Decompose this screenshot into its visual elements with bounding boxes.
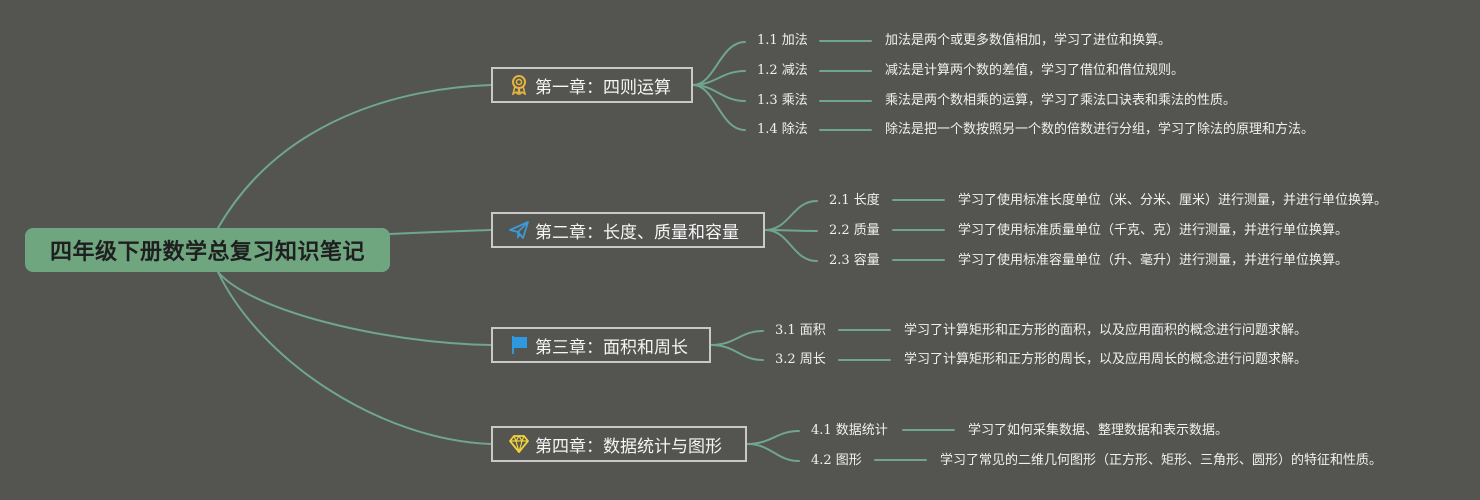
- item-2-1-label[interactable]: 2.1 长度: [829, 193, 880, 208]
- item-1-3-desc[interactable]: 乘法是两个数相乘的运算，学习了乘法口诀表和乘法的性质。: [885, 93, 1237, 108]
- connector-root-ch2: [389, 229, 492, 235]
- item-2-2-desc[interactable]: 学习了使用标准质量单位（千克、克）进行测量，并进行单位换算。: [958, 223, 1349, 238]
- item-4-1-label[interactable]: 4.1 数据统计: [811, 423, 888, 438]
- item-1-3-label[interactable]: 1.3 乘法: [757, 93, 808, 108]
- connector-root-ch4: [217, 271, 492, 445]
- chapter-2-node[interactable]: 第二章：长度、质量和容量: [491, 212, 765, 248]
- item-1-2-label[interactable]: 1.2 减法: [757, 63, 808, 78]
- chapter-4-title: 第四章：数据统计与图形: [535, 436, 722, 457]
- connector-ch1-4: [692, 84, 746, 131]
- paper-plane-icon: [509, 220, 529, 240]
- item-3-1-label[interactable]: 3.1 面积: [775, 323, 826, 338]
- connector-ch3-1: [710, 330, 764, 346]
- root-topic[interactable]: 四年级下册数学总复习知识笔记: [25, 228, 390, 272]
- connector-ch4-2: [746, 443, 800, 462]
- item-4-1-desc[interactable]: 学习了如何采集数据、整理数据和表示数据。: [968, 423, 1229, 438]
- award-ribbon-icon: [509, 75, 529, 95]
- chapter-3-node[interactable]: 第三章：面积和周长: [491, 327, 711, 363]
- item-2-3-label[interactable]: 2.3 容量: [829, 253, 880, 268]
- flag-icon: [509, 335, 529, 355]
- item-3-2-label[interactable]: 3.2 周长: [775, 352, 826, 367]
- chapter-1-title: 第一章：四则运算: [535, 77, 671, 98]
- chapter-2-title: 第二章：长度、质量和容量: [535, 222, 739, 243]
- item-1-4-label[interactable]: 1.4 除法: [757, 122, 808, 137]
- diamond-icon: [509, 434, 529, 454]
- item-1-4-desc[interactable]: 除法是把一个数按照另一个数的倍数进行分组，学习了除法的原理和方法。: [885, 122, 1315, 137]
- chapter-4-node[interactable]: 第四章：数据统计与图形: [491, 426, 747, 462]
- connector-root-ch1: [217, 84, 492, 229]
- connector-root-ch3: [217, 271, 492, 346]
- connector-ch4-1: [746, 430, 800, 445]
- item-2-1-desc[interactable]: 学习了使用标准长度单位（米、分米、厘米）进行测量，并进行单位换算。: [958, 193, 1388, 208]
- item-2-2-label[interactable]: 2.2 质量: [829, 223, 880, 238]
- item-2-3-desc[interactable]: 学习了使用标准容量单位（升、毫升）进行测量，并进行单位换算。: [958, 253, 1349, 268]
- item-1-1-desc[interactable]: 加法是两个或更多数值相加，学习了进位和换算。: [885, 33, 1172, 48]
- connector-ch2-1: [764, 200, 818, 231]
- item-1-1-label[interactable]: 1.1 加法: [757, 33, 808, 48]
- item-4-2-label[interactable]: 4.2 图形: [811, 453, 862, 468]
- item-3-1-desc[interactable]: 学习了计算矩形和正方形的面积，以及应用面积的概念进行问题求解。: [904, 323, 1308, 338]
- item-4-2-desc[interactable]: 学习了常见的二维几何图形（正方形、矩形、三角形、圆形）的特征和性质。: [940, 453, 1383, 468]
- item-3-2-desc[interactable]: 学习了计算矩形和正方形的周长，以及应用周长的概念进行问题求解。: [904, 352, 1308, 367]
- chapter-1-node[interactable]: 第一章：四则运算: [491, 67, 693, 103]
- connector-ch3-2: [710, 344, 764, 361]
- item-1-2-desc[interactable]: 减法是计算两个数的差值，学习了借位和借位规则。: [885, 63, 1185, 78]
- chapter-3-title: 第三章：面积和周长: [535, 337, 688, 358]
- connector-ch2-3: [764, 229, 818, 262]
